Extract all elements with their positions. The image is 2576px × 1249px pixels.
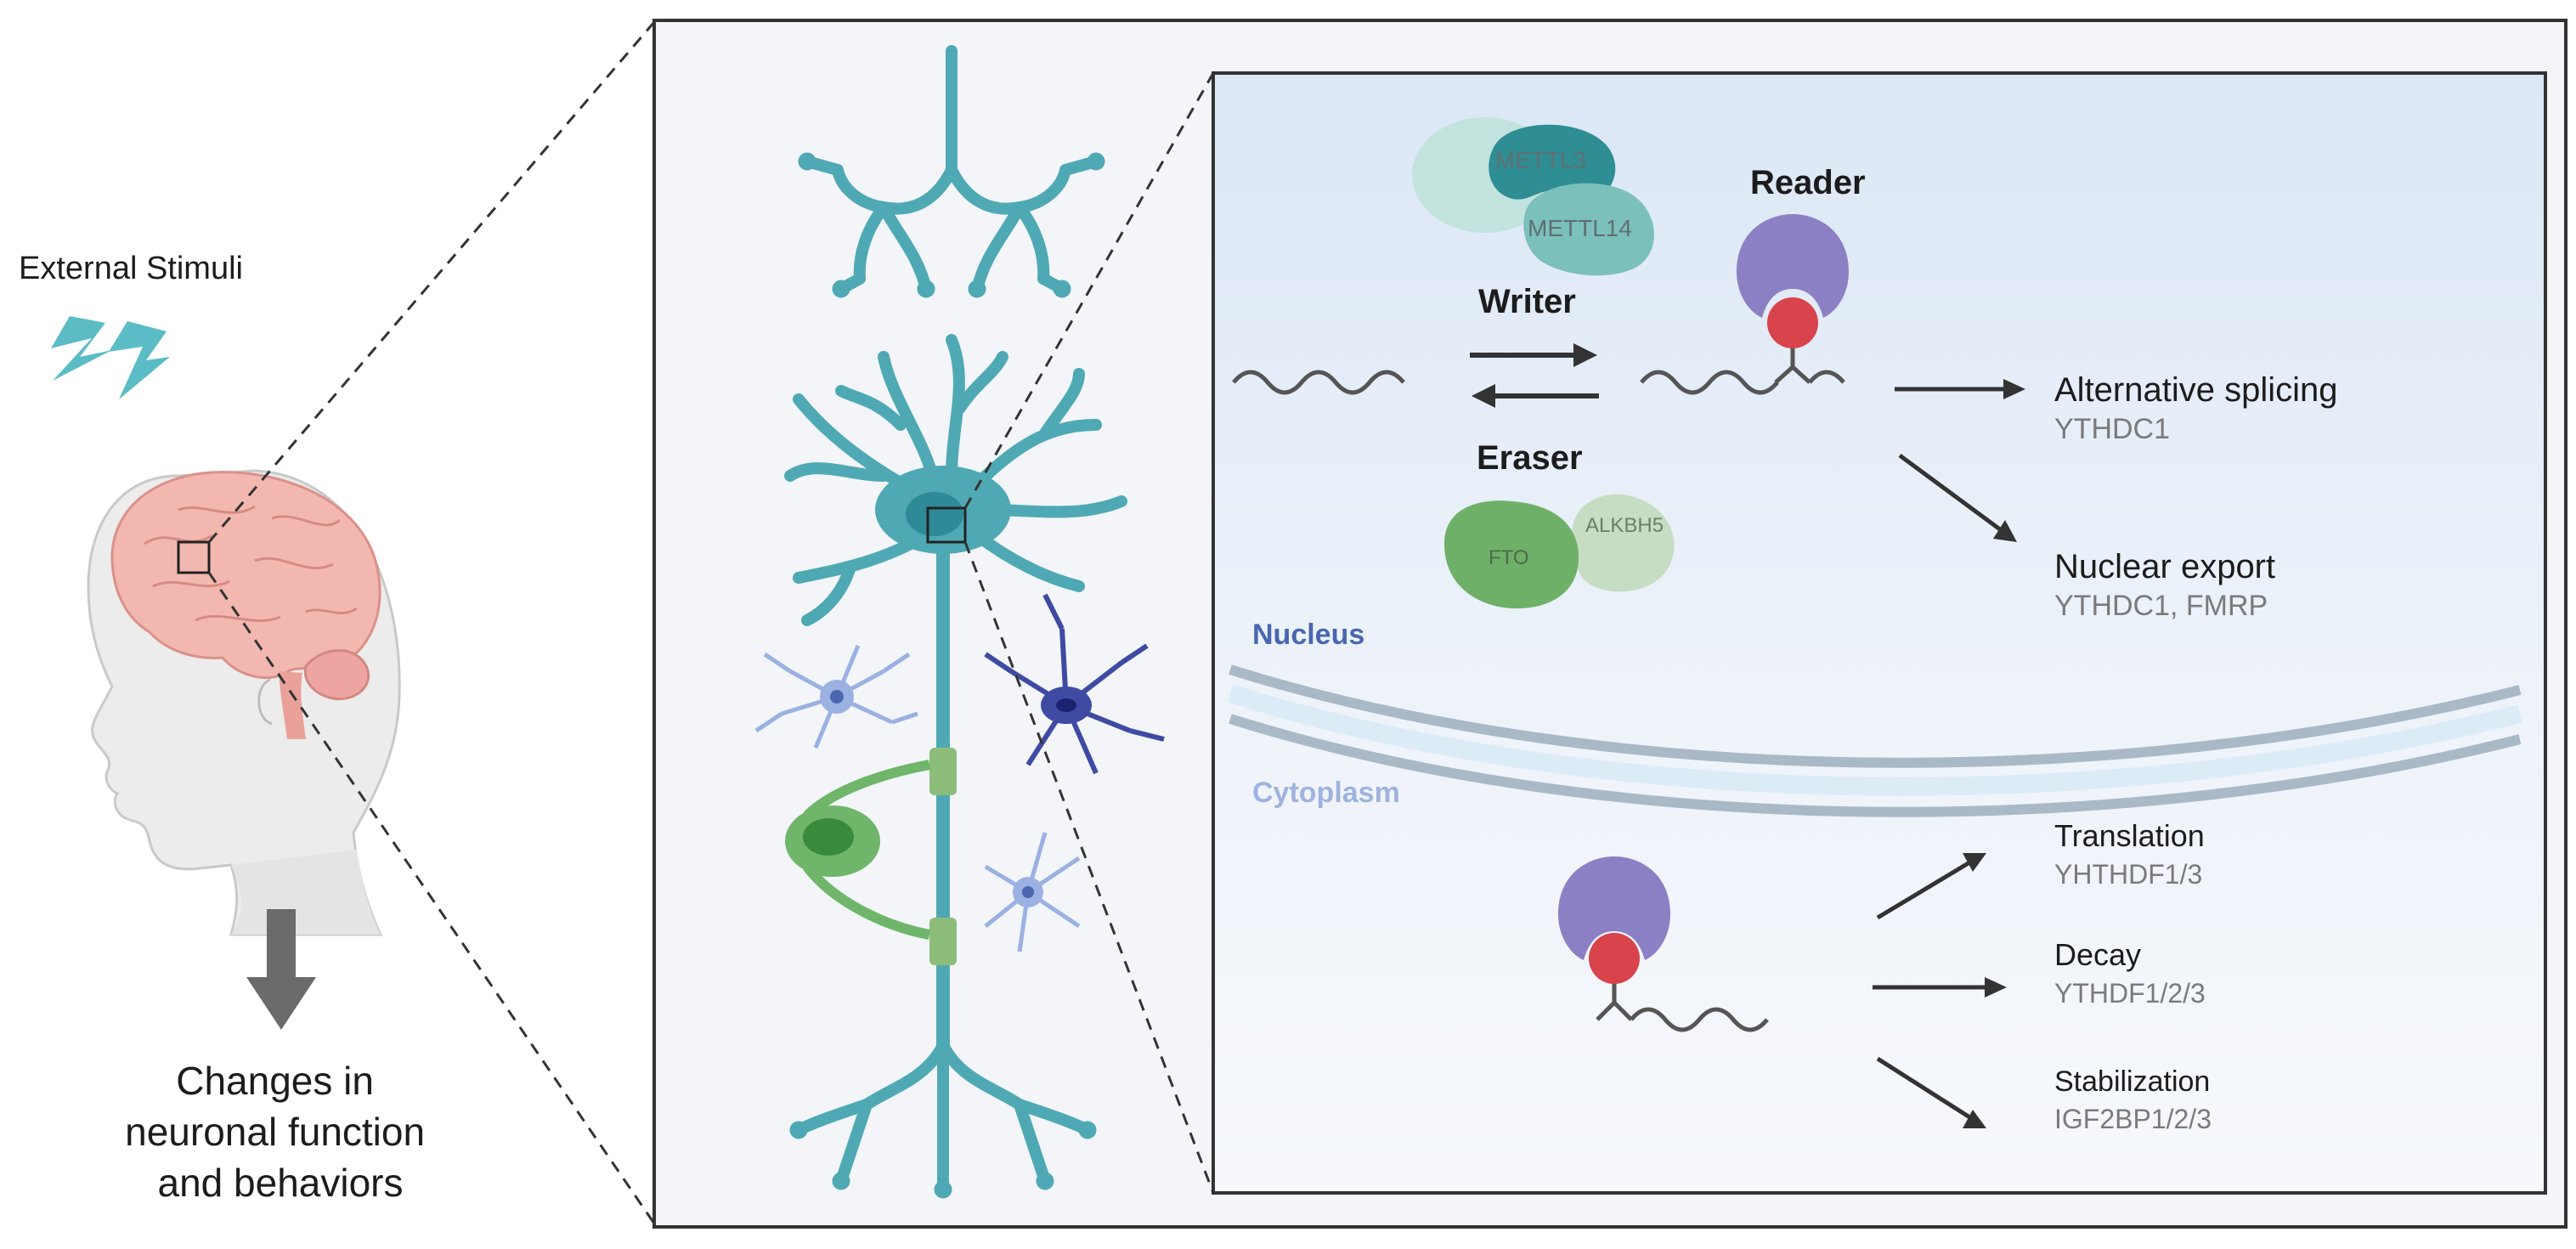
rna-unmodified [1232,370,1405,395]
nuclear-outcome-arrows [1895,379,2025,542]
svg-text:Decay: Decay [2054,937,2141,972]
mettl3-label: METTL3 [1495,147,1586,173]
reader-protein-icon [1737,214,1849,318]
eraser-complex: FTO ALKBH5 [1444,494,1675,609]
outcome-label: Changes in neuronal function and behavio… [125,1059,436,1205]
eraser-label: Eraser [1477,439,1583,477]
nucleus-zoom-box [926,506,967,544]
brain-zoom-box [177,540,211,574]
m6a-mark-icon [1589,933,1640,984]
cytoplasmic-outcome-arrows [1873,853,2007,1128]
writer-complex: METTL3 METTL14 [1412,117,1654,276]
nucleus-label: Nucleus [1252,619,1364,651]
cytoplasmic-reader-complex [1558,856,1769,1032]
brain [110,471,381,739]
outcome-nuclear-export: Nuclear export YTHDC1, FMRP [2054,548,2275,622]
oligodendrocyte [785,760,931,940]
reader-label: Reader [1750,164,1866,201]
nuclear-membrane [1227,664,2522,817]
zoom-lines-nucleus [963,72,1215,1194]
svg-text:Translation: Translation [2054,818,2205,853]
alkbh5-label: ALKBH5 [1585,514,1664,537]
svg-text:IGF2BP1/2/3: IGF2BP1/2/3 [2054,1104,2212,1134]
astrocyte-light-left [754,645,918,749]
head-illustration: External Stimuli Changes in [19,251,436,1205]
down-arrow-icon [246,909,316,1030]
lightning-icon [51,316,170,399]
reader-protein-icon [1558,856,1670,960]
astrocyte-light-right [984,832,1081,952]
svg-text:YTHDC1, FMRP: YTHDC1, FMRP [2054,590,2268,622]
writer-eraser-arrows [1470,343,1599,408]
svg-text:Alternative splicing: Alternative splicing [2054,371,2338,409]
dendrite-tree-top [798,45,1105,298]
svg-text:YHTHDF1/3: YHTHDF1/3 [2054,859,2202,890]
svg-text:YTHDC1: YTHDC1 [2054,413,2170,445]
molecular-panel [1212,71,2547,1195]
svg-text:YTHDF1/2/3: YTHDF1/2/3 [2054,978,2206,1009]
outcome-translation: Translation YHTHDF1/3 [2054,818,2205,890]
m6a-mark-icon [1767,297,1818,348]
outcome-alternative-splicing: Alternative splicing YTHDC1 [2054,371,2338,445]
zoom-lines-brain [207,21,656,1224]
astrocyte-dark [984,593,1165,775]
svg-text:Stabilization: Stabilization [2054,1065,2210,1098]
svg-text:Nuclear export: Nuclear export [2054,548,2275,585]
outcome-stabilization: Stabilization IGF2BP1/2/3 [2054,1065,2212,1134]
outcome-decay: Decay YTHDF1/2/3 [2054,937,2206,1009]
fto-label: FTO [1489,546,1529,569]
nuclear-reader-complex [1640,214,1849,395]
mettl14-label: METTL14 [1528,215,1632,241]
cytoplasm-label: Cytoplasm [1252,777,1400,809]
writer-label: Writer [1478,283,1576,320]
external-stimuli-label: External Stimuli [19,251,243,286]
